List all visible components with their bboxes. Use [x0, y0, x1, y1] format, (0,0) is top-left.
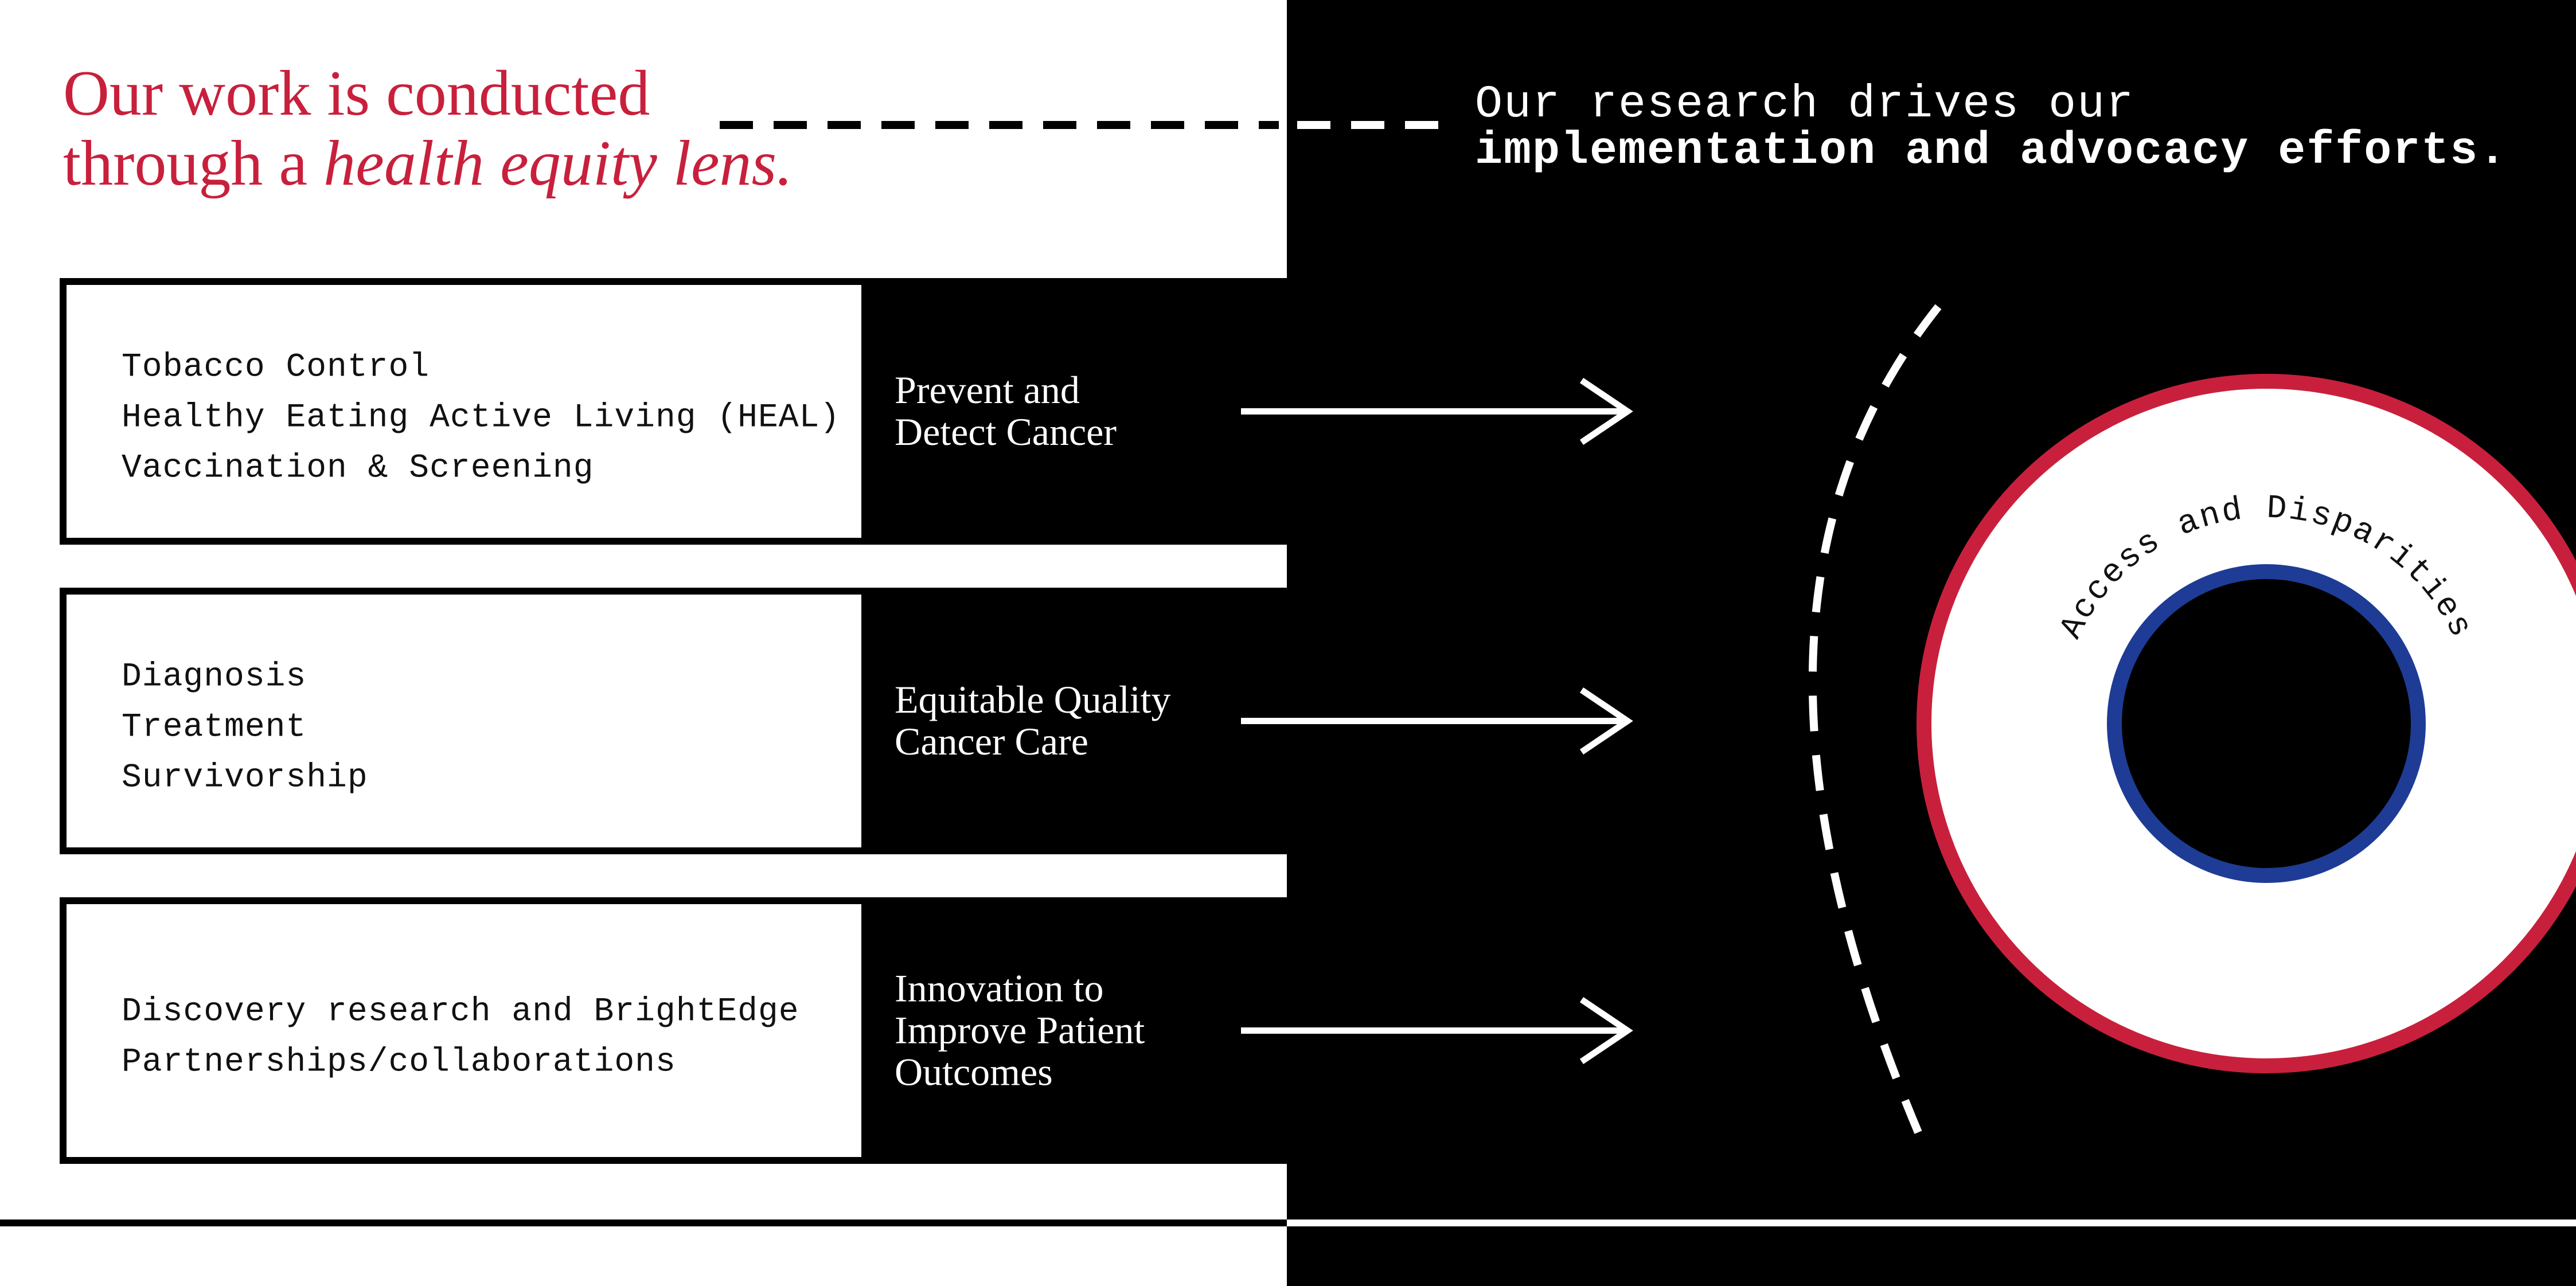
- pillar-label-line: Outcomes: [895, 1050, 1053, 1094]
- bottom-rule-right: [1287, 1219, 2576, 1226]
- headline-line-2: through a health equity lens.: [63, 128, 793, 199]
- pillar-label-line: Improve Patient: [895, 1009, 1145, 1052]
- pillar-label-line: Innovation to: [895, 967, 1104, 1010]
- pillar-item: Discovery research and BrightEdge: [122, 994, 799, 1031]
- pillar-item: Tobacco Control: [122, 349, 430, 386]
- pillar-item: Vaccination & Screening: [122, 450, 594, 487]
- inner-ring: [2107, 564, 2426, 883]
- dashed-arc: [1808, 304, 1942, 1134]
- pillar-row-3: Discovery research and BrightEdgePartner…: [60, 897, 1633, 1164]
- pillar-item-box: [67, 595, 861, 847]
- pillar-label-line: Detect Cancer: [895, 410, 1117, 454]
- pillar-item-box: [67, 904, 861, 1157]
- research-line-2: implementation and advocacy efforts.: [1475, 125, 2507, 177]
- headline-line-1: Our work is conducted: [63, 58, 650, 129]
- pillar-item: Healthy Eating Active Living (HEAL): [122, 400, 840, 437]
- pillar-label-line: Equitable Quality: [895, 678, 1171, 721]
- arrow-right-icon: [1241, 377, 1633, 445]
- pillar-item: Treatment: [122, 709, 306, 746]
- pillar-item: Partnerships/collaborations: [122, 1044, 676, 1081]
- pillar-label-line: Prevent and: [895, 368, 1080, 412]
- headline-line-2-italic: health equity lens.: [323, 128, 793, 199]
- research-line-1: Our research drives our: [1475, 79, 2134, 131]
- pillar-label-line: Cancer Care: [895, 720, 1088, 763]
- pillar-item: Diagnosis: [122, 659, 306, 696]
- headline-line-2-plain: through a: [63, 128, 323, 199]
- bottom-rule-left: [0, 1219, 1287, 1226]
- arrow-right-icon: [1241, 687, 1633, 755]
- pillar-item-box: [67, 285, 861, 538]
- arrow-right-icon: [1241, 996, 1633, 1065]
- pillar-item: Survivorship: [122, 760, 368, 797]
